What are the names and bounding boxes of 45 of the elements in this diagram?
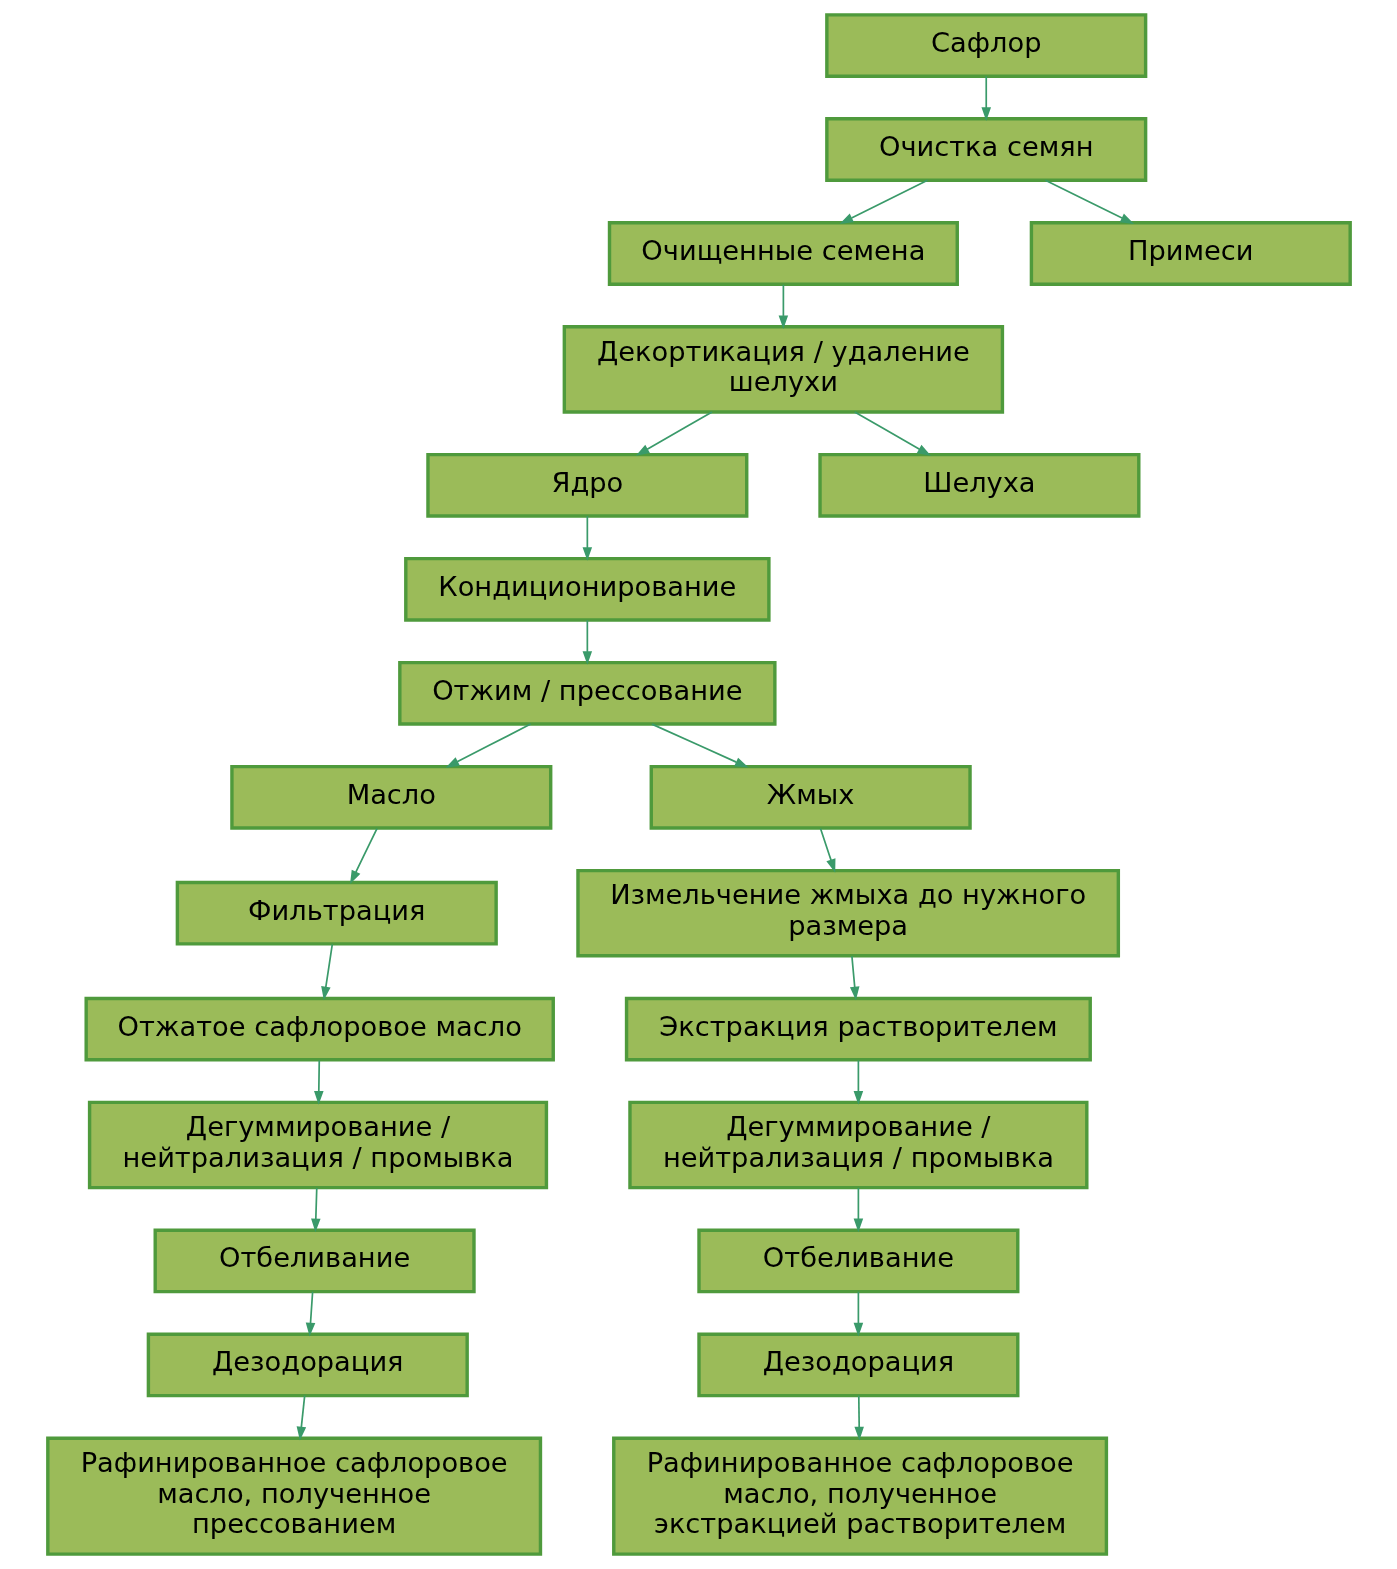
arrow (819, 827, 835, 873)
node-box: Рафинированное сафлоровое масло, полученное прессованием (45, 1436, 542, 1556)
arrow (1044, 179, 1134, 224)
node-box: Отжатое сафлоровое масло (83, 996, 555, 1062)
arrow (310, 1187, 321, 1233)
arrow (349, 827, 378, 885)
node-box: Дегуммирование / нейтрализация / промывка (87, 1100, 548, 1190)
arrow (778, 283, 788, 330)
node-box: Примеси (1029, 221, 1352, 286)
arrow (582, 515, 592, 561)
arrow (582, 619, 592, 665)
arrow (313, 1059, 324, 1105)
arrow (305, 1290, 315, 1337)
node-box: Рафинированное сафлоровое масло, полученное экстракцией растворителем (611, 1436, 1108, 1556)
node-box: Отбеливание (153, 1228, 476, 1294)
node-box: Масло (229, 764, 552, 830)
arrow (849, 955, 859, 1001)
node-box: Дезодорация (146, 1332, 469, 1398)
arrow (320, 943, 333, 1001)
arrow (853, 1394, 864, 1441)
node-box: Отжим / прессование (397, 660, 777, 726)
arrow (650, 723, 749, 768)
node-box: Отбеливание (696, 1228, 1019, 1294)
arrow (853, 1290, 863, 1337)
arrow (853, 411, 931, 456)
arrow (635, 411, 713, 456)
node-box: Кондиционирование (403, 556, 771, 622)
node-box: Фильтрация (175, 880, 498, 946)
node-box: Экстракция растворителем (624, 996, 1092, 1062)
arrow (853, 1187, 863, 1233)
arrow (445, 723, 531, 768)
node-box: Дегуммирование / нейтрализация / промывка (627, 1100, 1088, 1190)
arrow (839, 179, 928, 224)
arrow (980, 75, 991, 121)
node-box: Дезодорация (696, 1332, 1019, 1398)
node-box: Сафлор (824, 13, 1147, 78)
node-box: Очищенные семена (607, 221, 959, 286)
node-box: Жмых (649, 764, 972, 830)
node-box: Очистка семян (824, 117, 1147, 182)
arrow (853, 1059, 863, 1105)
arrow (296, 1394, 306, 1441)
node-box: Шелуха (817, 452, 1140, 518)
node-box: Декортикация / удаление шелухи (562, 325, 1004, 414)
node-box: Измельчение жмыха до нужного размера (575, 868, 1120, 958)
node-box: Ядро (425, 452, 748, 518)
